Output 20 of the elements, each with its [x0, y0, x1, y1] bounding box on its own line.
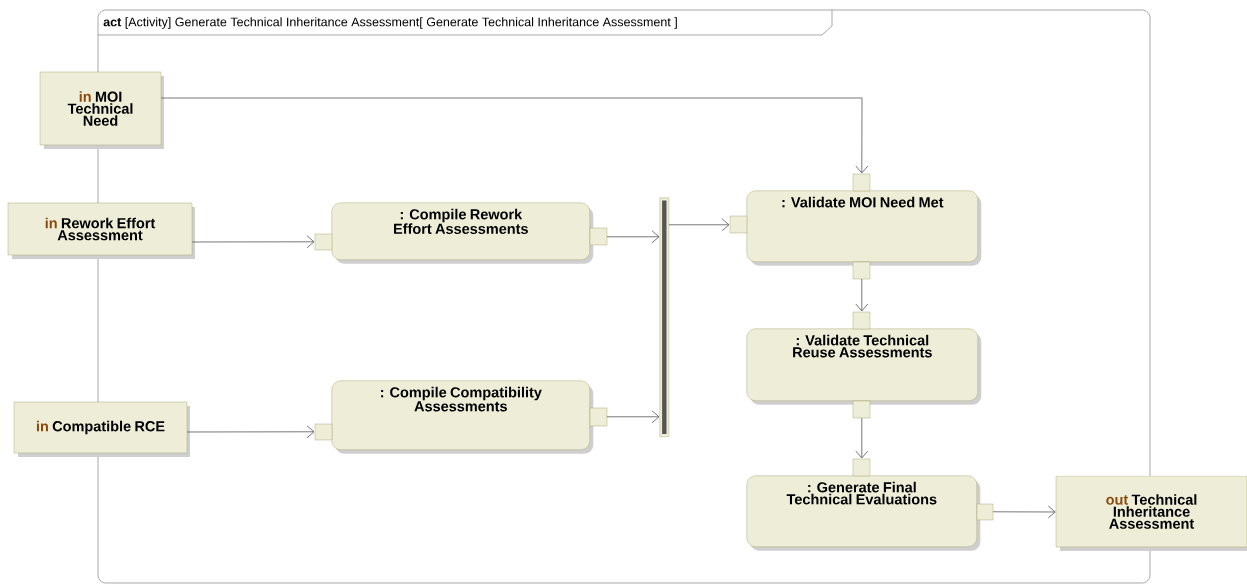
arrow — [992, 505, 1056, 519]
parameter-box: in Rework Effort Assessment — [7, 202, 195, 259]
parameter-box: out Technical Inheritance Assessment — [1055, 475, 1247, 551]
action-box: : Validate MOI Need Met — [746, 190, 982, 266]
arrow — [191, 235, 315, 249]
arrow — [668, 218, 730, 232]
action-box: : Validate Technical Reuse Assessments — [746, 328, 982, 405]
arrow — [606, 410, 660, 424]
arrow — [855, 278, 869, 312]
arrow — [186, 425, 315, 439]
action-box: : Compile Rework Effort Assessments — [331, 202, 594, 264]
arrow — [855, 417, 869, 459]
action-box: : Generate Final Technical Evaluations — [746, 475, 981, 551]
frame-header: act [Activity] Generate Technical Inheritance Assessment[ Generate Technical Inheritance Assessment ] — [97, 9, 833, 36]
parameter-box: in Compatible RCE — [13, 401, 190, 457]
action-box: : Compile Compatibility Assessments — [331, 380, 594, 454]
parameter-box: in MOI Technical Need — [39, 71, 164, 149]
arrow — [160, 97, 869, 174]
fork-bar — [659, 197, 669, 437]
arrow — [606, 230, 660, 244]
